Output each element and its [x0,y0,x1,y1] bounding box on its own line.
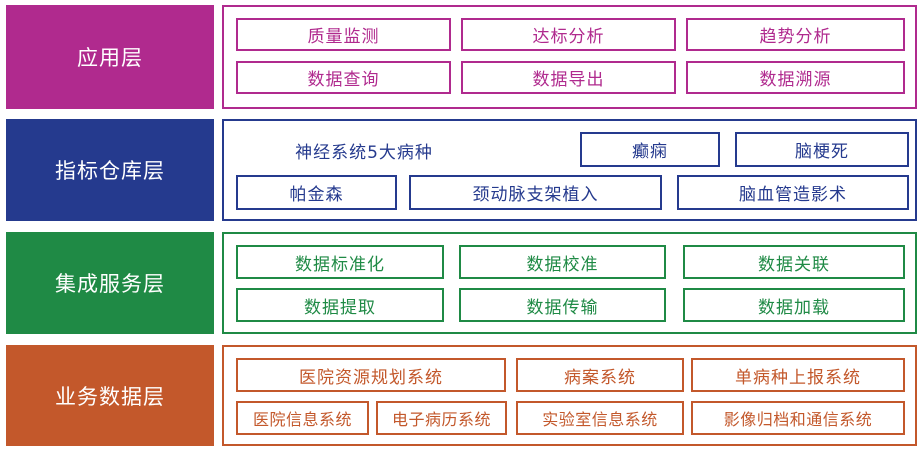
item-epilepsy: 癫痫 [580,132,720,167]
indicator-layer: 指标仓库层 神经系统5大病种 癫痫 脑梗死 帕金森 颈动脉支架植入 脑血管造影术 [0,119,923,221]
application-layer-label: 应用层 [6,5,214,109]
item-cerebral-infarction: 脑梗死 [735,132,909,167]
business-layer-label: 业务数据层 [6,345,214,446]
application-layer: 应用层 质量监测 达标分析 趋势分析 数据查询 数据导出 数据溯源 [0,5,923,109]
item-pacs-system: 影像归档和通信系统 [691,401,905,435]
item-trend-analysis: 趋势分析 [686,18,905,51]
item-data-association: 数据关联 [683,245,905,279]
indicator-layer-label: 指标仓库层 [6,119,214,221]
item-data-standardization: 数据标准化 [236,245,444,279]
business-layer: 业务数据层 医院资源规划系统 病案系统 单病种上报系统 医院信息系统 电子病历系… [0,345,923,446]
item-data-transmission: 数据传输 [459,288,666,322]
application-layer-panel: 质量监测 达标分析 趋势分析 数据查询 数据导出 数据溯源 [222,5,917,109]
item-data-traceability: 数据溯源 [686,61,905,94]
indicator-heading: 神经系统5大病种 [295,143,433,163]
item-compliance-analysis: 达标分析 [461,18,676,51]
item-data-loading: 数据加载 [683,288,905,322]
indicator-layer-panel: 神经系统5大病种 癫痫 脑梗死 帕金森 颈动脉支架植入 脑血管造影术 [222,119,917,221]
integration-layer: 集成服务层 数据标准化 数据校准 数据关联 数据提取 数据传输 数据加载 [0,232,923,334]
item-hrp-system: 医院资源规划系统 [236,358,506,392]
item-cerebral-angiography: 脑血管造影术 [677,175,909,210]
item-emr-system: 电子病历系统 [376,401,507,435]
item-data-export: 数据导出 [461,61,676,94]
item-parkinson: 帕金森 [236,175,397,210]
item-his-system: 医院信息系统 [236,401,369,435]
item-lis-system: 实验室信息系统 [516,401,684,435]
item-disease-reporting-system: 单病种上报系统 [691,358,905,392]
integration-layer-panel: 数据标准化 数据校准 数据关联 数据提取 数据传输 数据加载 [222,232,917,334]
item-carotid-stenting: 颈动脉支架植入 [409,175,662,210]
integration-layer-label: 集成服务层 [6,232,214,334]
business-layer-panel: 医院资源规划系统 病案系统 单病种上报系统 医院信息系统 电子病历系统 实验室信… [222,345,917,446]
item-quality-monitoring: 质量监测 [236,18,451,51]
item-data-calibration: 数据校准 [459,245,666,279]
item-data-query: 数据查询 [236,61,451,94]
item-data-extraction: 数据提取 [236,288,444,322]
item-medical-records-system: 病案系统 [516,358,684,392]
